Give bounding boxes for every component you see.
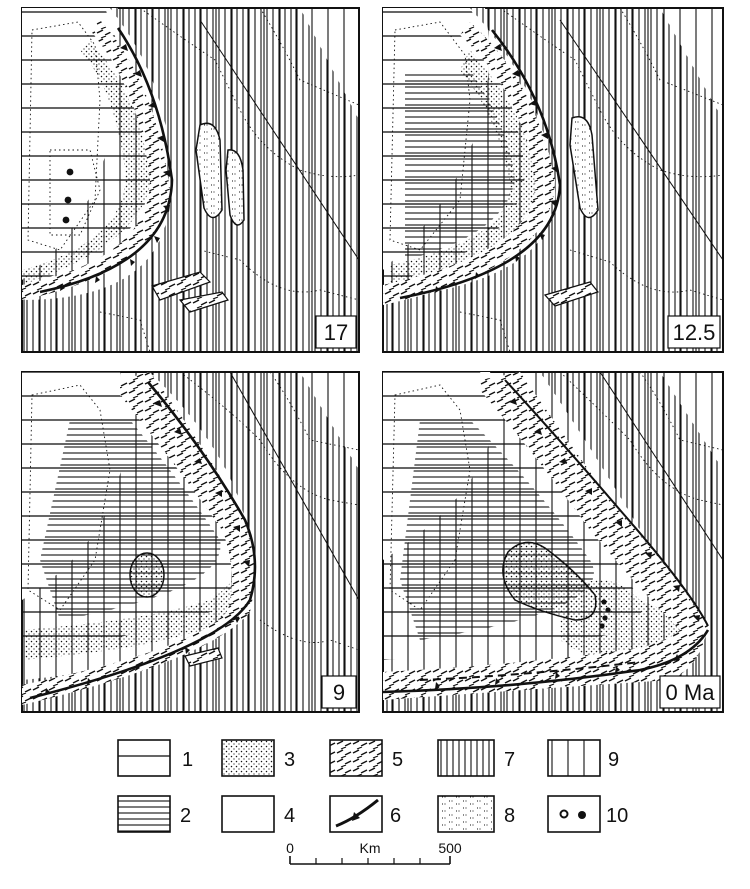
panel-age-label: 12.5 <box>673 320 716 345</box>
legend-item-3: 3 <box>221 739 295 777</box>
legend-item-7: 7 <box>437 739 515 777</box>
legend-item-1: 1 <box>117 739 193 777</box>
legend-item-5: 5 <box>329 739 403 777</box>
svg-text:6: 6 <box>390 805 401 827</box>
panel-12-5: 12.5 <box>382 7 724 353</box>
panel-age-label: 9 <box>333 680 345 705</box>
svg-text:10: 10 <box>606 805 628 827</box>
thrust-teeth <box>60 44 170 291</box>
legend-item-8: 8 <box>437 795 515 833</box>
scale-unit-label: Km <box>360 840 381 856</box>
svg-text:2: 2 <box>180 805 191 827</box>
panel-age-label: 17 <box>324 320 348 345</box>
svg-text:1: 1 <box>182 749 193 771</box>
scale-end-label: 500 <box>438 840 462 856</box>
scale-start-label: 0 <box>286 840 294 856</box>
volcano-open-icon <box>559 809 569 819</box>
svg-text:3: 3 <box>284 749 295 771</box>
legend: 1 3 5 7 9 2 4 6 <box>117 739 628 833</box>
panel-9: 9 <box>21 371 360 713</box>
volcano-filled-icon <box>578 811 586 819</box>
svg-text:5: 5 <box>392 749 403 771</box>
panel-17: 17 <box>21 7 360 353</box>
legend-item-10: 10 <box>547 795 628 833</box>
svg-text:9: 9 <box>608 749 619 771</box>
panel-age-label: 0 Ma <box>666 680 716 705</box>
panel-0-ma: 0 Ma <box>382 371 724 713</box>
legend-item-2: 2 <box>117 795 191 833</box>
svg-text:8: 8 <box>504 805 515 827</box>
svg-text:4: 4 <box>284 805 295 827</box>
legend-item-4: 4 <box>221 795 295 833</box>
scale-bar: 0 Km 500 <box>286 840 462 865</box>
svg-text:7: 7 <box>504 749 515 771</box>
legend-item-6: 6 <box>329 795 401 833</box>
legend-item-9: 9 <box>547 739 619 777</box>
